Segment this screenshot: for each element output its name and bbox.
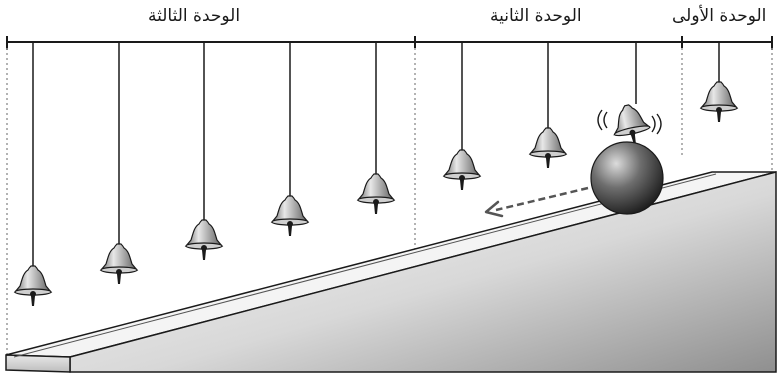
ramp-front-edge (5, 354, 71, 373)
unit-1-label: الوحدة الأولى (672, 6, 767, 26)
bell-icon (443, 149, 481, 191)
bell-icon (271, 195, 309, 237)
bell-icon (14, 265, 52, 307)
ramp-groove (13, 173, 717, 358)
rolling-ball-icon (590, 141, 664, 215)
bell-icon (185, 219, 223, 261)
bell-icon (700, 81, 738, 123)
bell-icon (100, 243, 138, 285)
bell-icon (529, 127, 567, 169)
ringing-bell-icon (608, 101, 654, 149)
motion-arrow-shaft (495, 186, 589, 212)
dashed-arrow-left-icon (484, 200, 504, 218)
unit-3-label: الوحدة الثالثة (148, 6, 241, 26)
bell-icon (357, 173, 395, 215)
bell-strings (32, 42, 720, 266)
vibration-marks-icon (597, 109, 662, 135)
unit-2-label: الوحدة الثانية (490, 6, 582, 26)
ramp-body (69, 171, 777, 373)
